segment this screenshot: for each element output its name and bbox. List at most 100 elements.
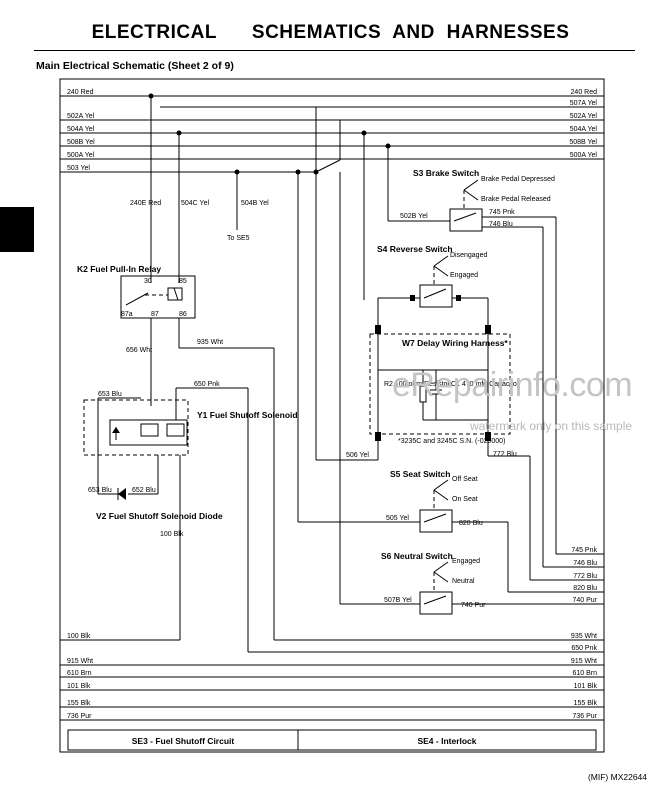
s3-output-wires (482, 216, 604, 568)
k2-pin-30: 30 (144, 278, 152, 285)
y1-wires (60, 387, 604, 653)
junction-dot (313, 169, 319, 175)
bus-drops (150, 96, 450, 604)
s3-state-released: Brake Pedal Released (481, 196, 551, 203)
s4-label: S4 Reverse Switch (377, 244, 453, 254)
wire-label-656: 656 Wht (126, 347, 152, 354)
bottom-right-label: 650 Pnk (571, 645, 597, 652)
wire-label-820: 820 Blu (459, 520, 483, 527)
w7-delay-harness (369, 325, 511, 441)
left-wire-label: 240 Red (67, 89, 94, 96)
watermark-text: eRepairinfo.com (392, 366, 633, 404)
left-wire-label: 500A Yel (67, 152, 95, 159)
k2-pin-87: 87 (151, 311, 159, 318)
bottom-left-label: 736 Pur (67, 713, 92, 720)
wire-label-100: 100 Blk (160, 531, 184, 538)
right-output-label: 820 Blu (573, 585, 597, 592)
bottom-right-label: 915 Wht (571, 658, 597, 665)
s4-state-engaged: Engaged (450, 272, 478, 279)
bottom-wires (60, 664, 604, 721)
wire-label-653-lower: 653 Blu (88, 487, 112, 494)
k2-relay (120, 275, 196, 319)
bottom-right-label: 155 Blk (574, 700, 598, 707)
figure-id: (MIF) MX22644 (587, 772, 647, 782)
right-wire-label: 500A Yel (570, 152, 598, 159)
watermark-note: watermark only on this sample (470, 419, 633, 433)
bottom-right-label: 935 Wht (571, 633, 597, 640)
drop-label: 504C Yel (181, 200, 209, 207)
right-wire-label: 502A Yel (570, 113, 598, 120)
right-output-label: 745 Pnk (571, 547, 597, 554)
bottom-left-label: 915 Wht (67, 658, 93, 665)
drop-label: 504B Yel (241, 200, 269, 207)
right-wire-label: 504A Yel (570, 126, 598, 133)
s5-label: S5 Seat Switch (390, 469, 450, 479)
w7-r2-label: R2 100 ohm Resistor (384, 381, 450, 388)
s5-seat-switch (298, 479, 604, 593)
drop-label: 240E Red (130, 200, 161, 207)
s6-neutral-switch (340, 561, 604, 615)
k2-label: K2 Fuel Pull-In Relay (77, 264, 161, 274)
k2-pin-85: 85 (179, 278, 187, 285)
wire-label-653: 653 Blu (98, 391, 122, 398)
bottom-right-label: 101 Blk (574, 683, 598, 690)
wire-label-505: 505 Yel (386, 515, 409, 522)
page-title: ELECTRICAL SCHEMATICS AND HARNESSES (91, 22, 570, 43)
left-wire-label: 503 Yel (67, 165, 90, 172)
w7-label: W7 Delay Wiring Harness* (402, 338, 508, 348)
right-wire-label: 240 Red (571, 89, 598, 96)
wire-label-740: 740 Pur (461, 602, 486, 609)
sheet-title: Main Electrical Schematic (Sheet 2 of 9) (36, 60, 234, 72)
s4-reverse-switch (377, 255, 489, 330)
s6-state-engaged: Engaged (452, 558, 480, 565)
junction-dot (176, 130, 182, 136)
footer-se4-label: SE4 - Interlock (417, 736, 476, 746)
left-wire-label: 508B Yel (67, 139, 95, 146)
junction-dot (385, 143, 391, 149)
s3-label: S3 Brake Switch (413, 168, 479, 178)
y1-label: Y1 Fuel Shutoff Solenoid (197, 410, 298, 420)
bottom-left-label: 101 Blk (67, 683, 91, 690)
relay-output-wires (150, 318, 604, 641)
bottom-left-label: 610 Brn (67, 670, 92, 677)
left-wire-label: 504A Yel (67, 126, 95, 133)
right-output-label: 740 Pur (572, 597, 597, 604)
v2-label: V2 Fuel Shutoff Solenoid Diode (96, 511, 223, 521)
right-wire-label: 508B Yel (569, 139, 597, 146)
k2-pin-86: 86 (179, 311, 187, 318)
bottom-left-label: 100 Blk (67, 633, 91, 640)
drop-label: To SE5 (227, 235, 250, 242)
title-rule (34, 50, 635, 51)
wire-label-506: 506 Yel (346, 452, 369, 459)
wire-label-652: 652 Blu (132, 487, 156, 494)
schematic-frame (59, 78, 605, 753)
footer-box-se4 (297, 729, 597, 751)
s5-state-on: On Seat (452, 496, 478, 503)
wire-label-507b: 507B Yel (384, 597, 412, 604)
bottom-right-label: 736 Pur (572, 713, 597, 720)
v2-diode (117, 488, 126, 500)
junction-dot (295, 169, 301, 175)
w7-c1-label: C1 470 mfd Capacitor (451, 381, 520, 388)
w7-output-wires (316, 441, 604, 581)
y1-fuel-shutoff-solenoid (83, 399, 189, 456)
junction-dot (234, 169, 240, 175)
wire-label-650: 650 Pnk (194, 381, 220, 388)
s6-state-neutral: Neutral (452, 578, 475, 585)
s3-state-depressed: Brake Pedal Depressed (481, 176, 555, 183)
s3-brake-switch (449, 179, 483, 232)
junction-dot (361, 130, 367, 136)
right-output-label: 772 Blu (573, 573, 597, 580)
junction-dot (148, 93, 154, 99)
s6-label: S6 Neutral Switch (381, 551, 453, 561)
wire-label-745: 745 Pnk (489, 209, 515, 216)
right-output-label: 746 Blu (573, 560, 597, 567)
bottom-left-label: 155 Blk (67, 700, 91, 707)
w7-note: *3235C and 3245C S.N. (-020000) (398, 438, 505, 445)
s5-state-off: Off Seat (452, 476, 478, 483)
wire-label-772: 772 Blu (493, 451, 517, 458)
wire-label-502b: 502B Yel (400, 213, 428, 220)
right-wire-label: 507A Yel (570, 100, 598, 107)
left-wire-label: 502A Yel (67, 113, 95, 120)
